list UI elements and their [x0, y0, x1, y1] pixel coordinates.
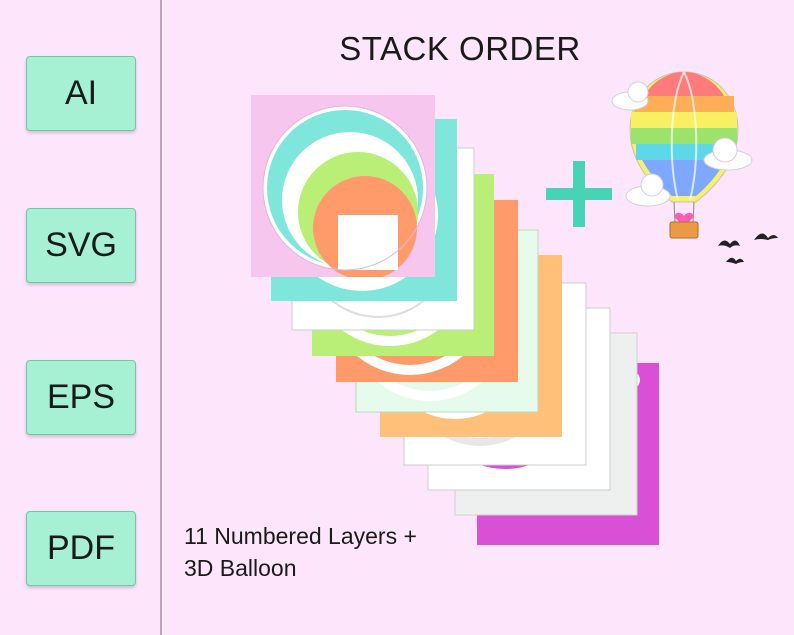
format-svg-button[interactable]: SVG	[26, 208, 136, 283]
page-title: STACK ORDER	[339, 30, 581, 67]
layer-1	[251, 95, 435, 277]
plus-icon	[546, 161, 612, 227]
caption-line-1: 11 Numbered Layers +	[184, 523, 417, 549]
caption-line-2: 3D Balloon	[184, 555, 297, 581]
caption: 11 Numbered Layers + 3D Balloon	[184, 520, 417, 584]
format-pdf-button[interactable]: PDF	[26, 511, 136, 586]
format-ai-button[interactable]: AI	[26, 56, 136, 131]
format-sidebar: AI SVG EPS PDF	[0, 0, 162, 635]
bird-icon	[718, 233, 778, 264]
format-eps-button[interactable]: EPS	[26, 360, 136, 435]
cloud-icon	[611, 81, 753, 207]
